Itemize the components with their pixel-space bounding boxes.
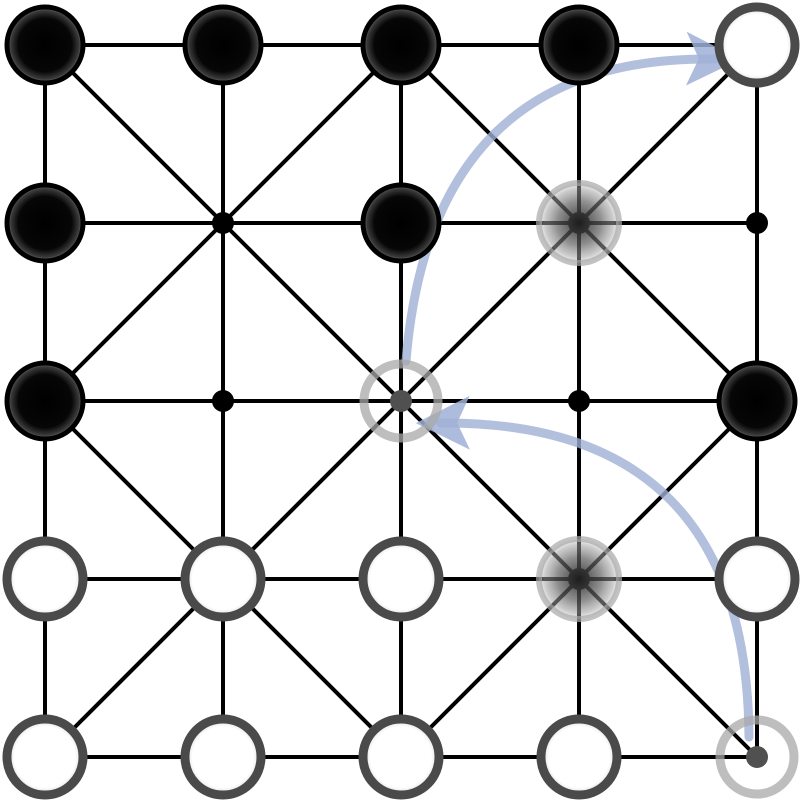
board-line-diagonal [43, 221, 225, 403]
white-piece[interactable] [358, 714, 444, 800]
board-line-diagonal [221, 221, 403, 403]
move-origin-dot [390, 390, 412, 412]
captured-piece-marker [536, 180, 622, 266]
white-piece[interactable] [358, 536, 444, 622]
white-piece[interactable] [714, 2, 800, 88]
intersection-dot[interactable] [212, 390, 234, 412]
black-piece[interactable] [360, 4, 442, 86]
black-piece[interactable] [4, 182, 86, 264]
origin-markers [359, 359, 799, 799]
captured-markers [536, 180, 622, 622]
move-origin-ring [715, 715, 799, 799]
move-origin-dot [746, 746, 768, 768]
board-line-diagonal [43, 43, 225, 225]
move-arrow [401, 31, 741, 366]
move-arrows [401, 31, 754, 742]
white-piece[interactable] [536, 714, 622, 800]
white-piece[interactable] [180, 536, 266, 622]
board-line-diagonal [221, 43, 403, 225]
move-origin-ring [359, 359, 443, 443]
captured-piece-marker [536, 536, 622, 622]
intersection-dot[interactable] [212, 212, 234, 234]
black-piece[interactable] [538, 4, 620, 86]
white-piece[interactable] [180, 714, 266, 800]
move-arrow [415, 395, 754, 742]
black-piece[interactable] [360, 182, 442, 264]
black-piece[interactable] [182, 4, 264, 86]
black-piece[interactable] [716, 360, 798, 442]
white-piece[interactable] [2, 536, 88, 622]
black-piece[interactable] [4, 360, 86, 442]
intersection-dot[interactable] [568, 390, 590, 412]
white-piece[interactable] [714, 536, 800, 622]
intersection-dot[interactable] [746, 212, 768, 234]
white-piece[interactable] [2, 714, 88, 800]
black-piece[interactable] [4, 4, 86, 86]
